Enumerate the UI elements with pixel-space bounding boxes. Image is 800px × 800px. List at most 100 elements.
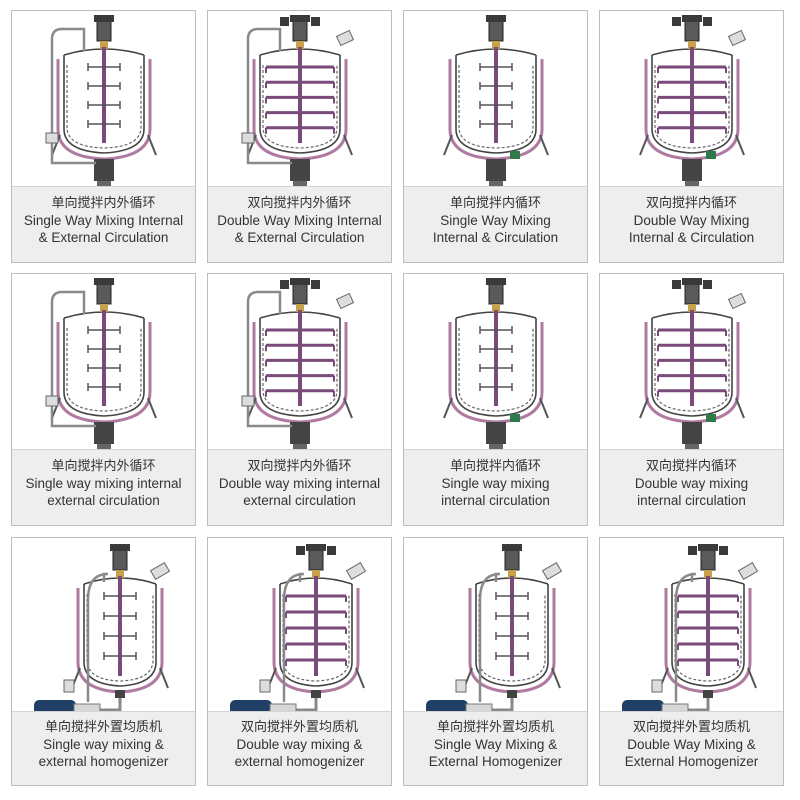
mixing-tank-diagram <box>600 538 783 714</box>
homogenizer-pump-shape <box>426 700 468 714</box>
homogenizer-pump-shape <box>34 700 76 714</box>
caption-english-line: Double way mixing & <box>236 737 363 752</box>
tank-wall-shape <box>259 318 341 417</box>
motor-shape <box>488 20 504 42</box>
caption-english-line: internal circulation <box>637 492 746 508</box>
motor-shape <box>292 20 308 42</box>
mixing-tank-diagram <box>208 538 391 714</box>
caption-english-line: Single way mixing & <box>43 737 164 752</box>
caption-english-line: external circulation <box>47 492 160 508</box>
caption-chinese: 双向搅拌内循环 <box>645 196 737 211</box>
mixing-tank-diagram <box>404 11 587 187</box>
card-caption: 单向搅拌外置均质机 Single Way Mixing &External Hom… <box>404 711 587 785</box>
bottom-motor-shape <box>682 422 702 444</box>
caption-chinese: 单向搅拌内循环 <box>449 196 541 211</box>
caption-chinese: 双向搅拌外置均质机 <box>240 720 358 735</box>
caption-chinese: 双向搅拌内外循环 <box>247 196 352 211</box>
bottom-motor-shape <box>290 422 310 444</box>
mixing-tank-diagram <box>600 274 783 450</box>
caption-chinese: 单向搅拌内循环 <box>449 459 541 474</box>
caption-english-line: internal circulation <box>441 492 550 508</box>
mixing-tank-diagram <box>12 538 195 714</box>
caption-english-line: Single Way Mixing Internal <box>23 213 184 228</box>
caption-english-line: external circulation <box>243 492 356 508</box>
caption-chinese: 单向搅拌内外循环 <box>51 196 156 211</box>
mixing-tank-diagram <box>404 274 587 450</box>
mixing-tank-diagram <box>208 274 391 450</box>
tank-drawing <box>426 544 563 714</box>
caption-english-line: Double Way Mixing <box>633 213 750 228</box>
card-caption: 单向搅拌外置均质机 Single way mixing &external hom… <box>12 711 195 785</box>
tank-drawing <box>443 278 549 450</box>
bottom-motor-shape <box>486 159 506 181</box>
tank-drawing <box>45 278 157 450</box>
homogenizer-pump-shape <box>622 700 664 714</box>
tank-wall-shape <box>63 318 145 417</box>
motor-shape <box>488 283 504 305</box>
motor-shape <box>308 549 324 571</box>
caption-english-line: Double Way Mixing & <box>627 737 756 752</box>
tank-wall-shape <box>83 584 157 687</box>
caption-english-line: external homogenizer <box>38 753 169 769</box>
motor-shape <box>112 549 128 571</box>
tank-drawing <box>241 278 355 450</box>
circulation-pipe-shape <box>246 27 292 165</box>
tank-wall-shape <box>259 55 341 154</box>
motor-shape <box>504 549 520 571</box>
caption-english-line: External Homogenizer <box>624 753 759 769</box>
tank-drawing <box>639 15 747 187</box>
circulation-pipe-shape <box>246 290 292 428</box>
caption-english-line: Double way mixing internal <box>218 476 381 491</box>
bottom-motor-shape <box>94 422 114 444</box>
motor-shape <box>292 283 308 305</box>
caption-english-line: Single way mixing internal <box>25 476 182 491</box>
product-card[interactable]: 双向搅拌外置均质机 Double way mixing &external hom… <box>207 537 392 786</box>
tank-drawing <box>34 544 171 714</box>
caption-english-line: External Homogenizer <box>428 753 563 769</box>
mixing-tank-diagram <box>208 11 391 187</box>
tank-wall-shape <box>63 55 145 154</box>
caption-english-line: Single Way Mixing & <box>433 737 558 752</box>
mixing-tank-diagram <box>600 11 783 187</box>
caption-chinese: 单向搅拌外置均质机 <box>44 720 162 735</box>
tank-wall-shape <box>671 584 745 687</box>
tank-drawing <box>241 15 355 187</box>
motor-shape <box>96 20 112 42</box>
caption-english-line: Double way mixing <box>634 476 749 491</box>
tank-wall-shape <box>279 584 353 687</box>
mixing-tank-diagram <box>12 274 195 450</box>
tank-wall-shape <box>651 55 733 154</box>
caption-chinese: 单向搅拌外置均质机 <box>436 720 554 735</box>
motor-shape <box>96 283 112 305</box>
motor-shape <box>684 283 700 305</box>
caption-english-line: Single way mixing <box>441 476 550 491</box>
motor-shape <box>684 20 700 42</box>
tank-drawing <box>639 278 747 450</box>
product-card[interactable]: 单向搅拌外置均质机 Single Way Mixing &External Hom… <box>403 537 588 786</box>
caption-english-line: Single Way Mixing <box>440 213 551 228</box>
product-card[interactable]: 单向搅拌外置均质机 Single way mixing &external hom… <box>11 537 196 786</box>
circulation-pipe-shape <box>50 290 96 428</box>
caption-english-line: external homogenizer <box>234 753 365 769</box>
homogenizer-pump-shape <box>230 700 272 714</box>
tank-drawing <box>45 15 157 187</box>
motor-shape <box>700 549 716 571</box>
